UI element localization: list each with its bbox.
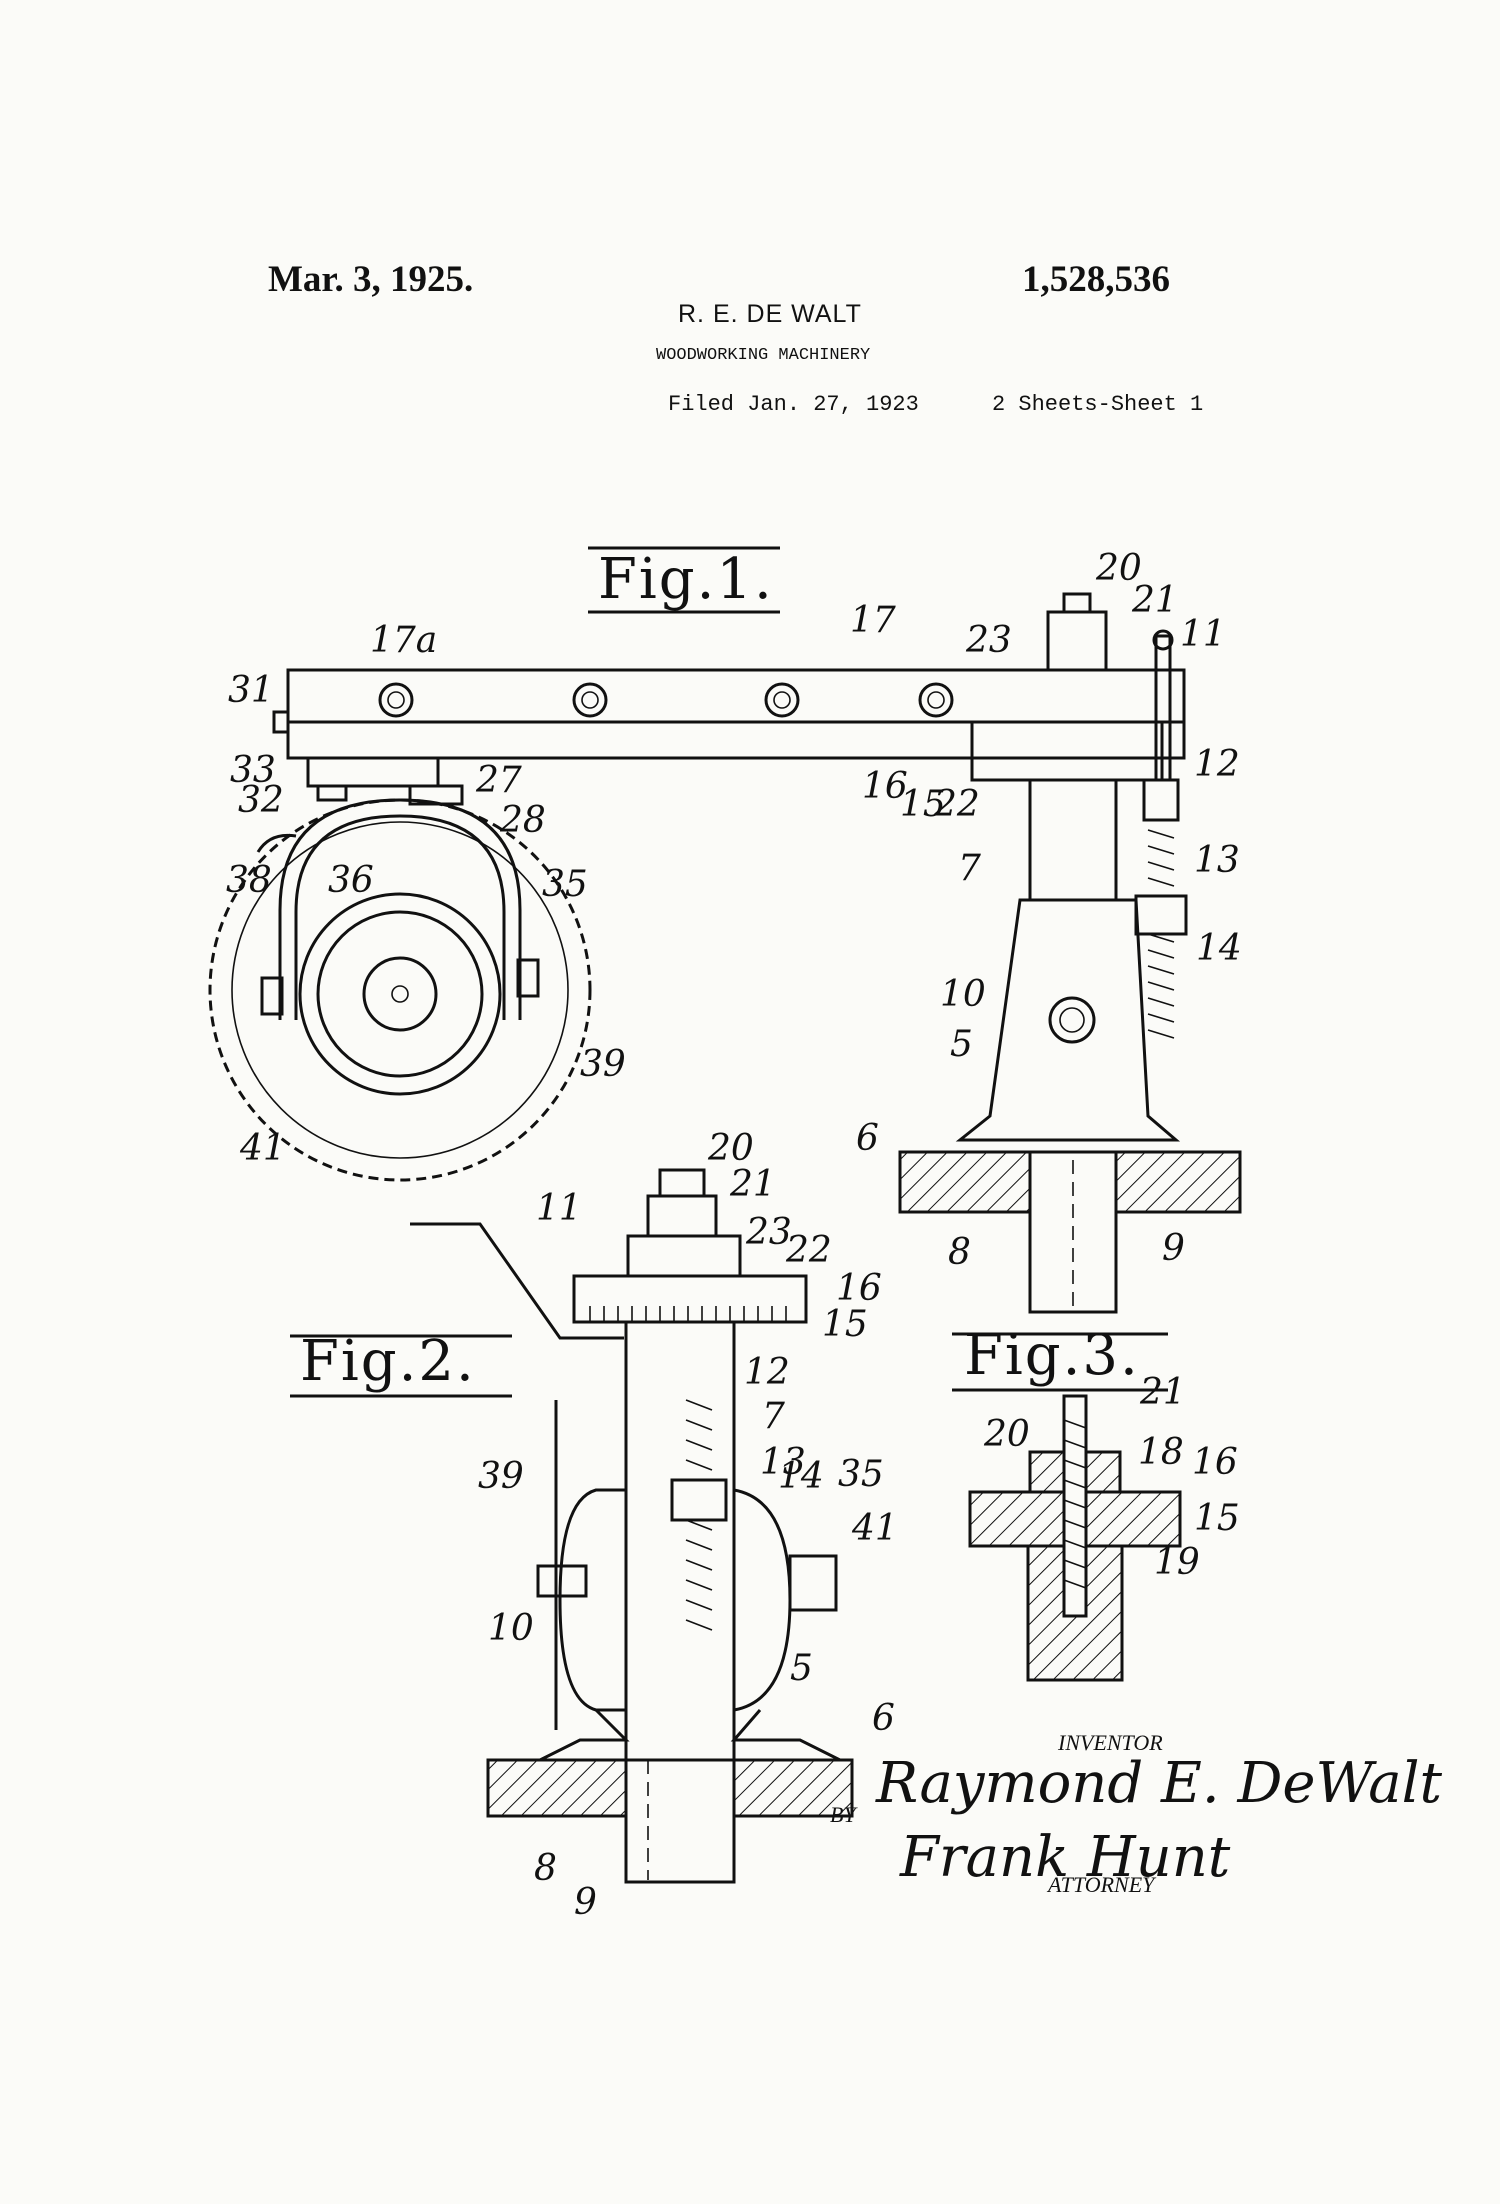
inventor-signature: Raymond E. DeWalt (875, 1751, 1443, 1816)
fig1-label-20: 20 (1095, 548, 1142, 589)
inventor-name: R. E. DE WALT (678, 300, 862, 328)
fig1-label-21: 21 (1131, 580, 1178, 621)
fig2-label-11: 11 (536, 1188, 582, 1229)
fig2-base (539, 1708, 841, 1762)
fig3-labels: 21 20 18 16 15 19 (983, 1372, 1240, 1583)
blade-guard (278, 798, 522, 1020)
fig1-label-17a: 17a (370, 620, 437, 661)
fig1-label-22: 22 (933, 784, 980, 825)
by-label: BY (830, 1802, 858, 1827)
fig1-label-7: 7 (958, 848, 981, 889)
fig1-label-10: 10 (940, 974, 986, 1015)
fig1-label-31: 31 (228, 670, 274, 711)
fig2-label-14: 14 (778, 1456, 824, 1497)
patent-date: Mar. 3, 1925. (268, 259, 474, 300)
fig3-label-20: 20 (983, 1414, 1030, 1455)
attorney-label: ATTORNEY (1046, 1872, 1157, 1897)
fig2-label-23: 23 (745, 1212, 792, 1253)
fig1-label-36: 36 (328, 860, 374, 901)
fig2-motor-left (558, 1488, 628, 1712)
fig2-column (624, 1320, 736, 1884)
figure-2: Fig.2. 20 21 11 23 22 (290, 1128, 898, 1923)
fig2-label-8: 8 (534, 1848, 557, 1889)
motor (260, 892, 540, 1096)
fig2-screw (685, 1399, 713, 1631)
fig1-label-28: 28 (499, 800, 546, 841)
fig1-label-6: 6 (856, 1118, 879, 1159)
fig2-label-12: 12 (744, 1352, 790, 1393)
fig1-label-13: 13 (1194, 840, 1240, 881)
fig1-label-35: 35 (542, 864, 588, 905)
figure-1: Fig.1. (208, 546, 1242, 1314)
column (1028, 778, 1118, 902)
fig1-label-33: 33 (230, 750, 276, 791)
fig1-title: Fig.1. (598, 547, 774, 612)
patent-number: 1,528,536 (1022, 259, 1170, 300)
fig1-label-32: 32 (238, 780, 284, 821)
overarm (272, 668, 1186, 760)
fig2-title: Fig.2. (300, 1329, 476, 1394)
filing-date: Filed Jan. 27, 1923 (668, 392, 919, 417)
column-assembly (898, 592, 1242, 1314)
fig1-label-38: 38 (226, 860, 272, 901)
fig3-stud (1062, 1394, 1088, 1618)
guard-handle (256, 833, 297, 853)
fig3-label-16: 16 (1192, 1442, 1238, 1483)
fig1-label-16: 16 (862, 766, 908, 807)
figure-3: Fig.3. 21 20 18 16 15 19 (952, 1323, 1240, 1682)
fig2-crank (410, 1222, 624, 1340)
saw-blade (208, 798, 592, 1182)
screw-nut (1134, 894, 1188, 936)
saw-carriage (306, 756, 464, 806)
fig1-label-41: 41 (239, 1128, 286, 1169)
fig1-label-8: 8 (948, 1232, 971, 1273)
fig1-label-5: 5 (950, 1024, 973, 1065)
fig3-label-15: 15 (1194, 1498, 1240, 1539)
fig3-label-19: 19 (1154, 1542, 1200, 1583)
attorney-signature: Frank Hunt (899, 1825, 1231, 1890)
fig1-label-14: 14 (1196, 928, 1242, 969)
fig1-label-15: 15 (900, 784, 946, 825)
fig2-table-right (732, 1758, 854, 1818)
fig2-label-35: 35 (838, 1454, 884, 1495)
fig1-label-39: 39 (580, 1044, 626, 1085)
fig1-label-23: 23 (965, 620, 1012, 661)
fig1-label-11: 11 (1180, 614, 1226, 655)
fig2-label-9: 9 (574, 1882, 597, 1923)
fig3-label-21: 21 (1139, 1372, 1186, 1413)
fig2-label-41: 41 (851, 1508, 898, 1549)
patent-title: WOODWORKING MACHINERY (656, 346, 871, 365)
fig3-label-18: 18 (1138, 1432, 1184, 1473)
fig1-labels: 17a 17 23 20 21 11 31 33 32 27 28 38 36 … (226, 548, 1242, 1273)
fig2-label-22: 22 (785, 1230, 832, 1271)
fig2-pulley (788, 1554, 838, 1612)
fig2-label-5: 5 (790, 1648, 813, 1689)
column-base (955, 898, 1181, 1142)
fig1-label-17: 17 (850, 600, 896, 641)
fig2-label-6: 6 (872, 1698, 895, 1739)
fig2-table-left (486, 1758, 628, 1818)
overarm-bolts (378, 682, 954, 718)
fig1-label-27: 27 (475, 760, 522, 801)
fig1-label-12: 12 (1194, 744, 1240, 785)
fig2-motor-right (733, 1488, 792, 1712)
elevating-screw (1147, 829, 1175, 1039)
fig2-label-20: 20 (707, 1128, 754, 1169)
fig2-labels: 20 21 11 23 22 16 15 12 7 13 39 14 35 41… (478, 1128, 898, 1923)
fig1-label-9: 9 (1162, 1228, 1185, 1269)
blade-guard-inner (294, 814, 506, 1020)
fig2-label-13: 13 (760, 1442, 806, 1483)
fig2-label-15: 15 (822, 1304, 868, 1345)
fig2-label-10: 10 (488, 1608, 534, 1649)
fig2-label-7: 7 (762, 1396, 785, 1437)
column-top-nut (1046, 610, 1108, 672)
sheet-count: 2 Sheets-Sheet 1 (992, 392, 1204, 417)
fig2-label-21: 21 (729, 1164, 776, 1205)
signature-block: INVENTOR BY ATTORNEY Raymond E. DeWalt F… (830, 1730, 1443, 1897)
inventor-label: INVENTOR (1057, 1730, 1163, 1755)
fig2-label-16: 16 (836, 1268, 882, 1309)
fig2-label-39: 39 (478, 1456, 524, 1497)
